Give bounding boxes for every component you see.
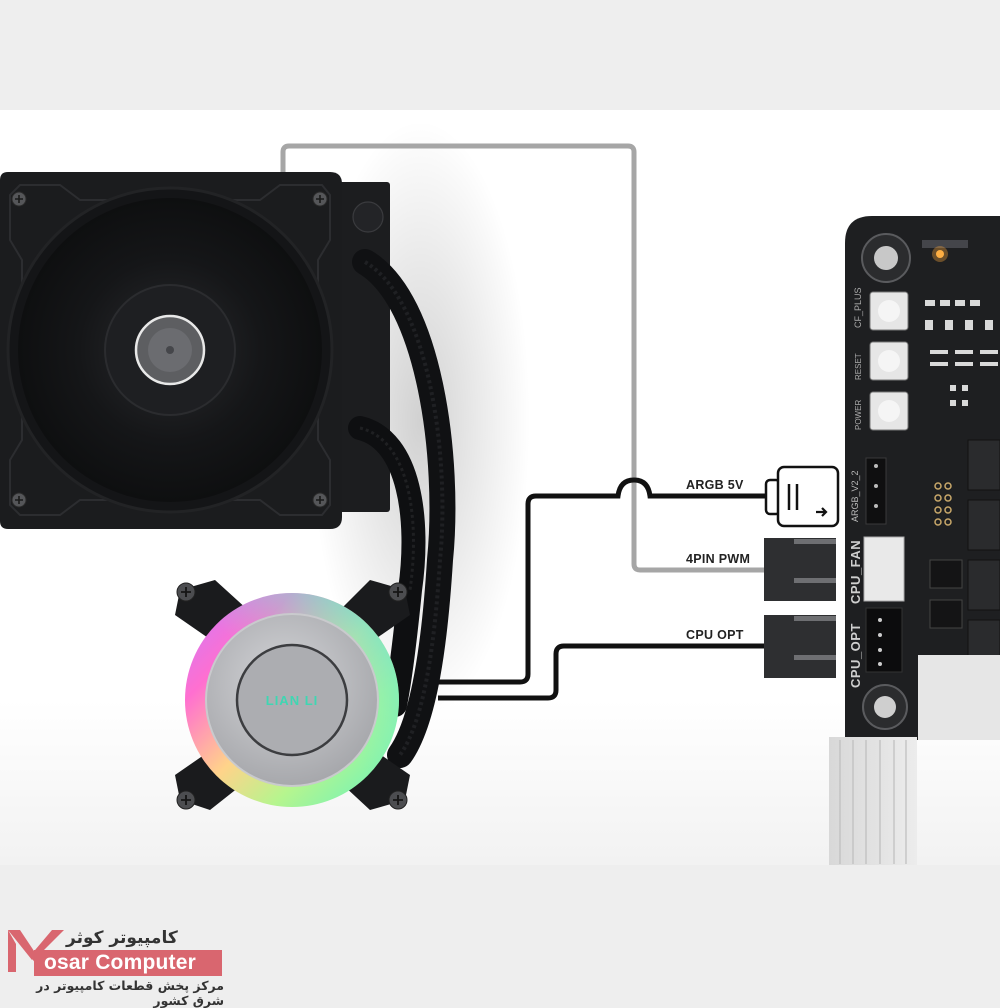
pump-head: LIAN LI bbox=[185, 593, 399, 807]
silk-reset: RESET bbox=[854, 353, 863, 380]
label-cpu-opt: CPU OPT bbox=[686, 628, 744, 642]
coolant-tubes bbox=[348, 249, 456, 768]
label-4pin-pwm: 4PIN PWM bbox=[686, 552, 751, 566]
opt-wire bbox=[438, 643, 764, 701]
opt-plug bbox=[764, 615, 836, 678]
brand-name-persian: کامپیوتر کوثر bbox=[66, 928, 178, 948]
brand-tagline: مرکز پخش قطعات کامپیوتر در شرق کشور bbox=[36, 978, 224, 1008]
argb-wire bbox=[438, 477, 768, 685]
kosar-computer-logo: کامپیوتر کوثر osar Computer مرکز پخش قطع… bbox=[4, 924, 226, 1008]
silk-cf-plus: CF_PLUS bbox=[853, 287, 863, 328]
fan bbox=[0, 172, 342, 529]
chipset-heatsink bbox=[829, 737, 917, 865]
radiator-plug-icon bbox=[352, 201, 384, 233]
silk-argb-header: ARGB_V2_2 bbox=[850, 470, 860, 522]
lian-li-logo: LIAN LI bbox=[266, 693, 319, 708]
pwm-plug bbox=[764, 538, 836, 601]
pwm-wire bbox=[280, 143, 764, 573]
brand-band bbox=[34, 950, 222, 976]
argb-plug bbox=[764, 465, 840, 528]
silk-cpu-opt: CPU_OPT bbox=[848, 623, 863, 688]
silk-power: POWER bbox=[854, 400, 863, 430]
arrow-right-icon bbox=[816, 507, 828, 517]
motherboard: CF_PLUS RESET POWER ARGB_V2_2 CPU_FAN CP… bbox=[845, 216, 1000, 740]
label-argb-5v: ARGB 5V bbox=[686, 478, 744, 492]
bracket-screw-icon bbox=[181, 587, 403, 805]
silk-cpu-fan: CPU_FAN bbox=[848, 540, 863, 604]
brand-name-english: osar Computer bbox=[44, 951, 196, 974]
